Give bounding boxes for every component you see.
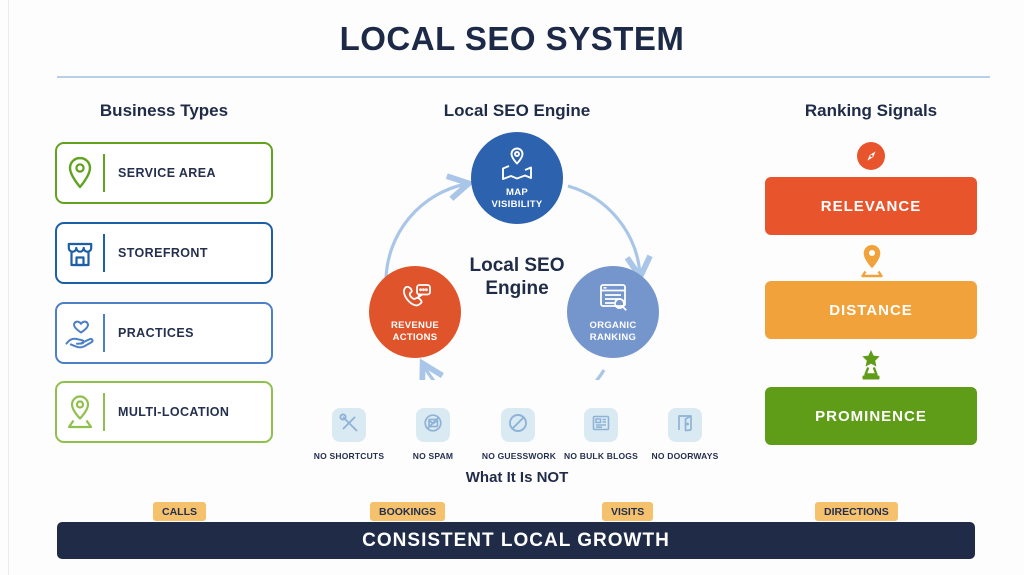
card-separator (103, 154, 105, 192)
no-spam-icon (421, 411, 445, 440)
engine-node-organic-ranking: ORGANIC RANKING (567, 266, 659, 358)
signal-bar-distance: DISTANCE (765, 281, 977, 339)
engine-node-label: VISIBILITY (491, 198, 543, 210)
signal-bar-relevance: RELEVANCE (765, 177, 977, 235)
crossed-tools-icon (337, 411, 361, 440)
not-label: NO BULK BLOGS (564, 451, 638, 461)
business-type-card-storefront: STOREFRONT (55, 222, 273, 284)
engine-node-label: REVENUE (390, 320, 440, 332)
business-type-card-service-area: SERVICE AREA (55, 142, 273, 204)
star-pedestal-icon (854, 348, 888, 384)
location-pin-icon (57, 154, 103, 192)
engine-node-map-visibility: MAP VISIBILITY (471, 132, 563, 224)
map-with-pin-icon (497, 146, 537, 187)
engine-center-label: Local SEO Engine (432, 255, 602, 301)
signal-bar-prominence: PROMINENCE (765, 387, 977, 445)
card-separator (103, 314, 105, 352)
business-type-label: PRACTICES (118, 326, 194, 340)
engine-node-label: ACTIONS (392, 331, 438, 343)
multi-location-pin-icon (57, 393, 103, 431)
not-label: NO SHORTCUTS (313, 451, 385, 461)
what-it-is-not-heading: What It Is NOT (465, 469, 569, 486)
not-label: NO GUESSWORK (481, 451, 557, 461)
not-label: NO DOORWAYS (651, 451, 719, 461)
webpage-search-icon (595, 281, 631, 320)
card-separator (103, 234, 105, 272)
engine-node-label: MAP (505, 187, 528, 199)
engine-center-line1: Local SEO (469, 255, 565, 276)
hand-heart-icon (57, 315, 103, 351)
not-tile-doorways (668, 408, 702, 442)
outcome-tag-calls: CALLS (153, 502, 206, 521)
newspaper-icon (589, 411, 613, 440)
outcome-tag-visits: VISITS (602, 502, 654, 521)
business-type-card-practices: PRACTICES (55, 302, 273, 364)
not-tile-spam (416, 408, 450, 442)
business-types-heading: Business Types (99, 101, 229, 120)
engine-node-label: RANKING (589, 331, 637, 343)
engine-node-revenue-actions: REVENUE ACTIONS (369, 266, 461, 358)
outcome-tag-bookings: BOOKINGS (370, 502, 446, 521)
business-type-label: MULTI-LOCATION (118, 405, 230, 419)
compass-icon (857, 142, 885, 170)
not-tile-guesswork (501, 408, 535, 442)
engine-center-line2: Engine (485, 277, 549, 299)
card-separator (103, 393, 105, 431)
storefront-icon (57, 235, 103, 271)
left-edge-line (8, 0, 9, 575)
not-tile-bulk-blogs (584, 408, 618, 442)
doorway-icon (673, 411, 697, 440)
growth-banner: CONSISTENT LOCAL GROWTH (57, 522, 975, 559)
phone-chat-icon (395, 281, 435, 320)
business-type-label: SERVICE AREA (118, 166, 216, 180)
prohibition-icon (506, 411, 530, 440)
map-pin-icon (855, 243, 889, 279)
page-title: LOCAL SEO SYSTEM (339, 20, 685, 57)
title-divider (57, 76, 990, 78)
not-label: NO SPAM (412, 451, 454, 461)
cycle-arrows (384, 128, 656, 380)
ranking-signals-heading: Ranking Signals (804, 101, 938, 120)
not-tile-shortcuts (332, 408, 366, 442)
business-type-label: STOREFRONT (118, 246, 208, 260)
engine-heading: Local SEO Engine (443, 101, 591, 120)
business-type-card-multi-location: MULTI-LOCATION (55, 381, 273, 443)
engine-node-label: ORGANIC (589, 320, 637, 332)
outcome-tag-directions: DIRECTIONS (815, 502, 898, 521)
